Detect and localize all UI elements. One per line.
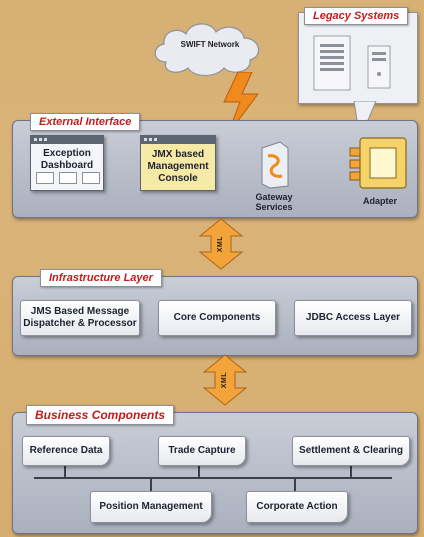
business-components-panel [12, 412, 418, 534]
exception-dashboard-window: Exception Dashboard [30, 135, 104, 191]
exception-dashboard-label: Exception Dashboard [40, 148, 94, 171]
trade-capture-box: Trade Capture [158, 436, 246, 466]
bidirectional-arrow-icon [198, 218, 244, 270]
connector-line [294, 478, 296, 492]
jmx-console-label: JMX based Management Console [147, 149, 209, 184]
swift-cloud-icon [154, 23, 260, 77]
business-components-title: Business Components [26, 405, 175, 425]
bus-line [34, 477, 392, 479]
infrastructure-layer-title: Infrastructure Layer [40, 269, 162, 287]
swift-network-label: SWIFT Network [180, 40, 240, 49]
connector-line [64, 463, 66, 478]
corporate-action-box: Corporate Action [246, 491, 348, 523]
gateway-icon [261, 141, 289, 189]
connector-line [350, 463, 352, 478]
xml-connector-label: XML [217, 236, 224, 253]
position-management-box: Position Management [90, 491, 212, 523]
gateway-services-label: Gateway Services [255, 192, 293, 212]
xml-connector-label: XML [221, 372, 228, 389]
jdbc-access-layer-box: JDBC Access Layer [294, 300, 412, 336]
jms-dispatcher-box: JMS Based Message Dispatcher & Processor [20, 300, 140, 336]
lightning-icon [223, 72, 259, 135]
adapter-label: Adapter [362, 196, 397, 206]
connector-line [150, 478, 152, 492]
desktop-tower-icon [367, 45, 391, 89]
core-components-box: Core Components [158, 300, 276, 336]
jmx-console-window: JMX based Management Console [140, 135, 216, 191]
server-icon [313, 35, 351, 91]
settlement-clearing-box: Settlement & Clearing [292, 436, 410, 466]
adapter-icon [349, 137, 407, 189]
external-interface-title: External Interface [30, 113, 141, 131]
bidirectional-arrow-icon [202, 354, 248, 406]
legacy-systems-title: Legacy Systems [304, 7, 409, 25]
connector-line [198, 463, 200, 478]
reference-data-box: Reference Data [22, 436, 110, 466]
